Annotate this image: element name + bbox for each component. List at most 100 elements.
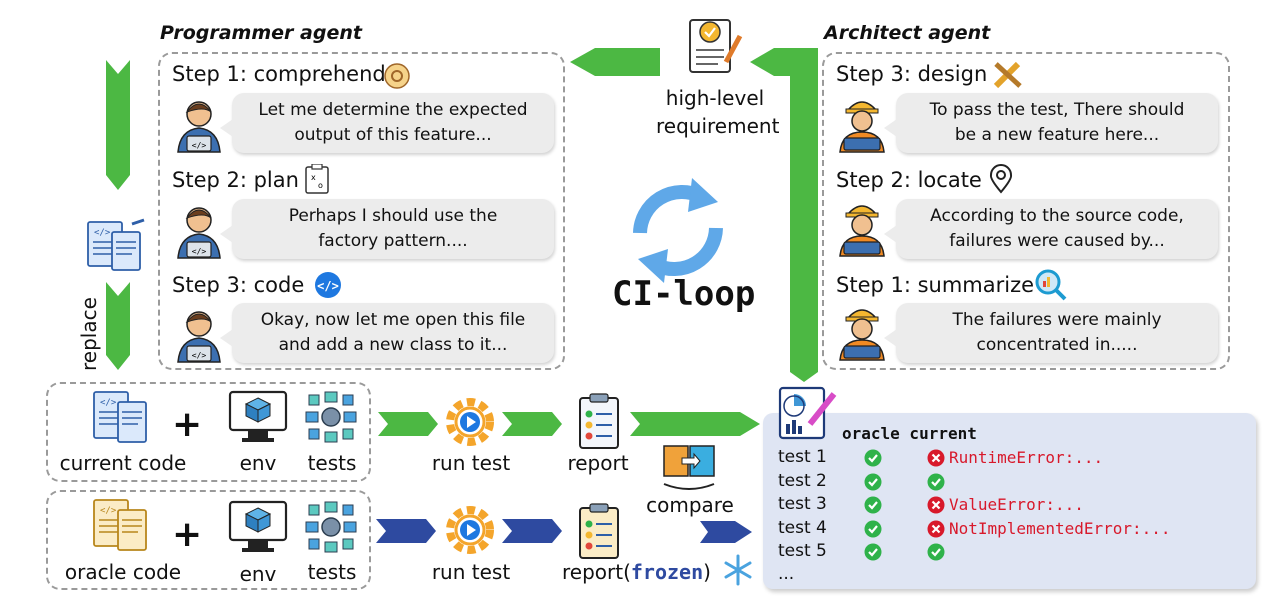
report-clipboard-icon	[579, 503, 619, 559]
error-message: ValueError:...	[949, 495, 1084, 514]
elbow-arrow-architect	[750, 48, 818, 382]
bubble-line: According to the source code,	[930, 206, 1184, 226]
results-header: oracle current	[842, 424, 977, 443]
env-label: env	[239, 451, 277, 475]
svg-text:</>: </>	[192, 351, 207, 360]
programmer-bubble-3: Okay, now let me open this file and add …	[220, 303, 554, 363]
code-files-icon: </>	[87, 218, 145, 271]
architect-step-3: Step 1: summarize	[836, 273, 1035, 297]
programmer-avatar-3: </>	[177, 311, 221, 363]
architect-step-2: Step 2: locate	[836, 168, 982, 192]
architect-bubble-2: According to the source code, failures w…	[884, 199, 1218, 259]
compare-label: compare	[646, 493, 734, 517]
svg-text:</>: </>	[317, 279, 339, 293]
top-flow-arrows	[378, 412, 760, 436]
test-row-name: test 1	[778, 447, 827, 467]
env-label: env	[239, 562, 277, 586]
test-row-name: test 3	[778, 494, 827, 514]
run-test-label: run test	[431, 560, 511, 584]
svg-text:</>: </>	[100, 506, 117, 516]
svg-text:</>: </>	[100, 398, 117, 408]
env-monitor-icon	[228, 500, 288, 552]
bubble-line: To pass the test, There should	[929, 100, 1185, 120]
current-code-icon: </>	[93, 391, 147, 443]
architect-avatar-2	[839, 205, 885, 257]
run-test-gear-icon	[446, 506, 494, 554]
architect-bubble-1: To pass the test, There should be a new …	[884, 93, 1218, 153]
tests-network-icon	[305, 391, 357, 443]
compare-boxes-icon	[663, 445, 715, 490]
bubble-line: concentrated in.....	[976, 335, 1138, 355]
architect-step-1: Step 3: design	[836, 62, 988, 86]
brain-gear-icon	[384, 63, 410, 89]
pass-check-icon	[864, 449, 882, 467]
tests-label: tests	[307, 560, 357, 584]
bubble-line: be a new feature here...	[954, 125, 1160, 145]
test-row-name: test 2	[778, 470, 827, 491]
error-message: NotImplementedError:...	[949, 518, 1171, 538]
report-label: report	[567, 451, 629, 475]
bubble-line: factory pattern....	[318, 231, 468, 251]
pass-check-icon	[864, 520, 882, 537]
test-results-panel	[763, 413, 1256, 589]
report-frozen-label: report(frozen)	[562, 560, 711, 584]
svg-text:</>: </>	[94, 228, 111, 238]
oracle-code-icon: </>	[93, 499, 147, 551]
svg-text:x: x	[311, 173, 316, 182]
bubble-line: Let me determine the expected	[258, 100, 528, 120]
run-test-label: run test	[431, 451, 511, 475]
programmer-agent-title: Programmer agent	[160, 22, 362, 44]
test-row-name: test 4	[778, 517, 827, 538]
pass-check-icon	[864, 473, 882, 490]
snowflake-icon	[724, 554, 752, 586]
left-arrow-requirement	[570, 48, 660, 76]
bubble-line: Perhaps I should use the	[288, 206, 498, 226]
magnifier-chart-icon	[1035, 269, 1067, 301]
pass-check-icon	[864, 543, 882, 561]
bubble-line: The failures were mainly	[952, 310, 1162, 330]
programmer-avatar-2: </>	[177, 207, 221, 259]
programmer-bubble-2: Perhaps I should use the factory pattern…	[220, 199, 554, 259]
fail-x-icon	[927, 496, 945, 514]
requirement-label: high-level requirement	[656, 84, 779, 140]
requirement-doc-icon	[689, 19, 743, 73]
results-more: ...	[778, 564, 795, 584]
bubble-line: output of this feature...	[294, 125, 492, 145]
tests-label: tests	[307, 451, 357, 475]
pass-check-icon	[864, 496, 882, 514]
frozen-word: frozen	[630, 560, 704, 584]
env-monitor-icon	[228, 390, 288, 442]
strategy-board-icon: x o	[305, 164, 329, 194]
cycle-arrows-icon	[633, 178, 723, 283]
report-clipboard-icon	[579, 393, 619, 449]
svg-text:o: o	[318, 181, 323, 190]
svg-text:</>: </>	[192, 247, 207, 256]
current-code-label: current code	[59, 451, 187, 475]
report-chart-icon	[778, 386, 837, 440]
run-test-gear-icon	[446, 398, 494, 446]
bubble-line: failures were caused by...	[949, 231, 1165, 251]
error-message: RuntimeError:...	[949, 448, 1104, 467]
tests-network-icon	[305, 501, 357, 553]
bubble-line: Okay, now let me open this file	[260, 310, 526, 330]
pass-check-icon	[927, 543, 945, 561]
fail-x-icon	[927, 449, 945, 467]
down-arrow-left-top	[106, 60, 130, 190]
replace-label: replace	[77, 297, 101, 371]
plus-sign: +	[172, 404, 203, 445]
svg-text:</>: </>	[192, 141, 207, 150]
report-prefix: report(	[562, 560, 631, 584]
programmer-step-3: Step 3: code	[172, 273, 305, 297]
test-row-name: test 5	[778, 541, 827, 561]
programmer-step-2: Step 2: plan	[172, 168, 299, 192]
bottom-flow-arrows	[376, 519, 752, 543]
plus-sign: +	[172, 514, 203, 555]
programmer-step-1: Step 1: comprehend	[172, 62, 386, 86]
pencil-ruler-icon	[993, 61, 1022, 89]
architect-bubble-3: The failures were mainly concentrated in…	[884, 303, 1218, 363]
ci-loop-label: CI-loop	[612, 274, 756, 314]
pass-check-icon	[927, 473, 945, 490]
architect-avatar-1	[839, 101, 885, 153]
architect-avatar-3	[839, 309, 885, 361]
